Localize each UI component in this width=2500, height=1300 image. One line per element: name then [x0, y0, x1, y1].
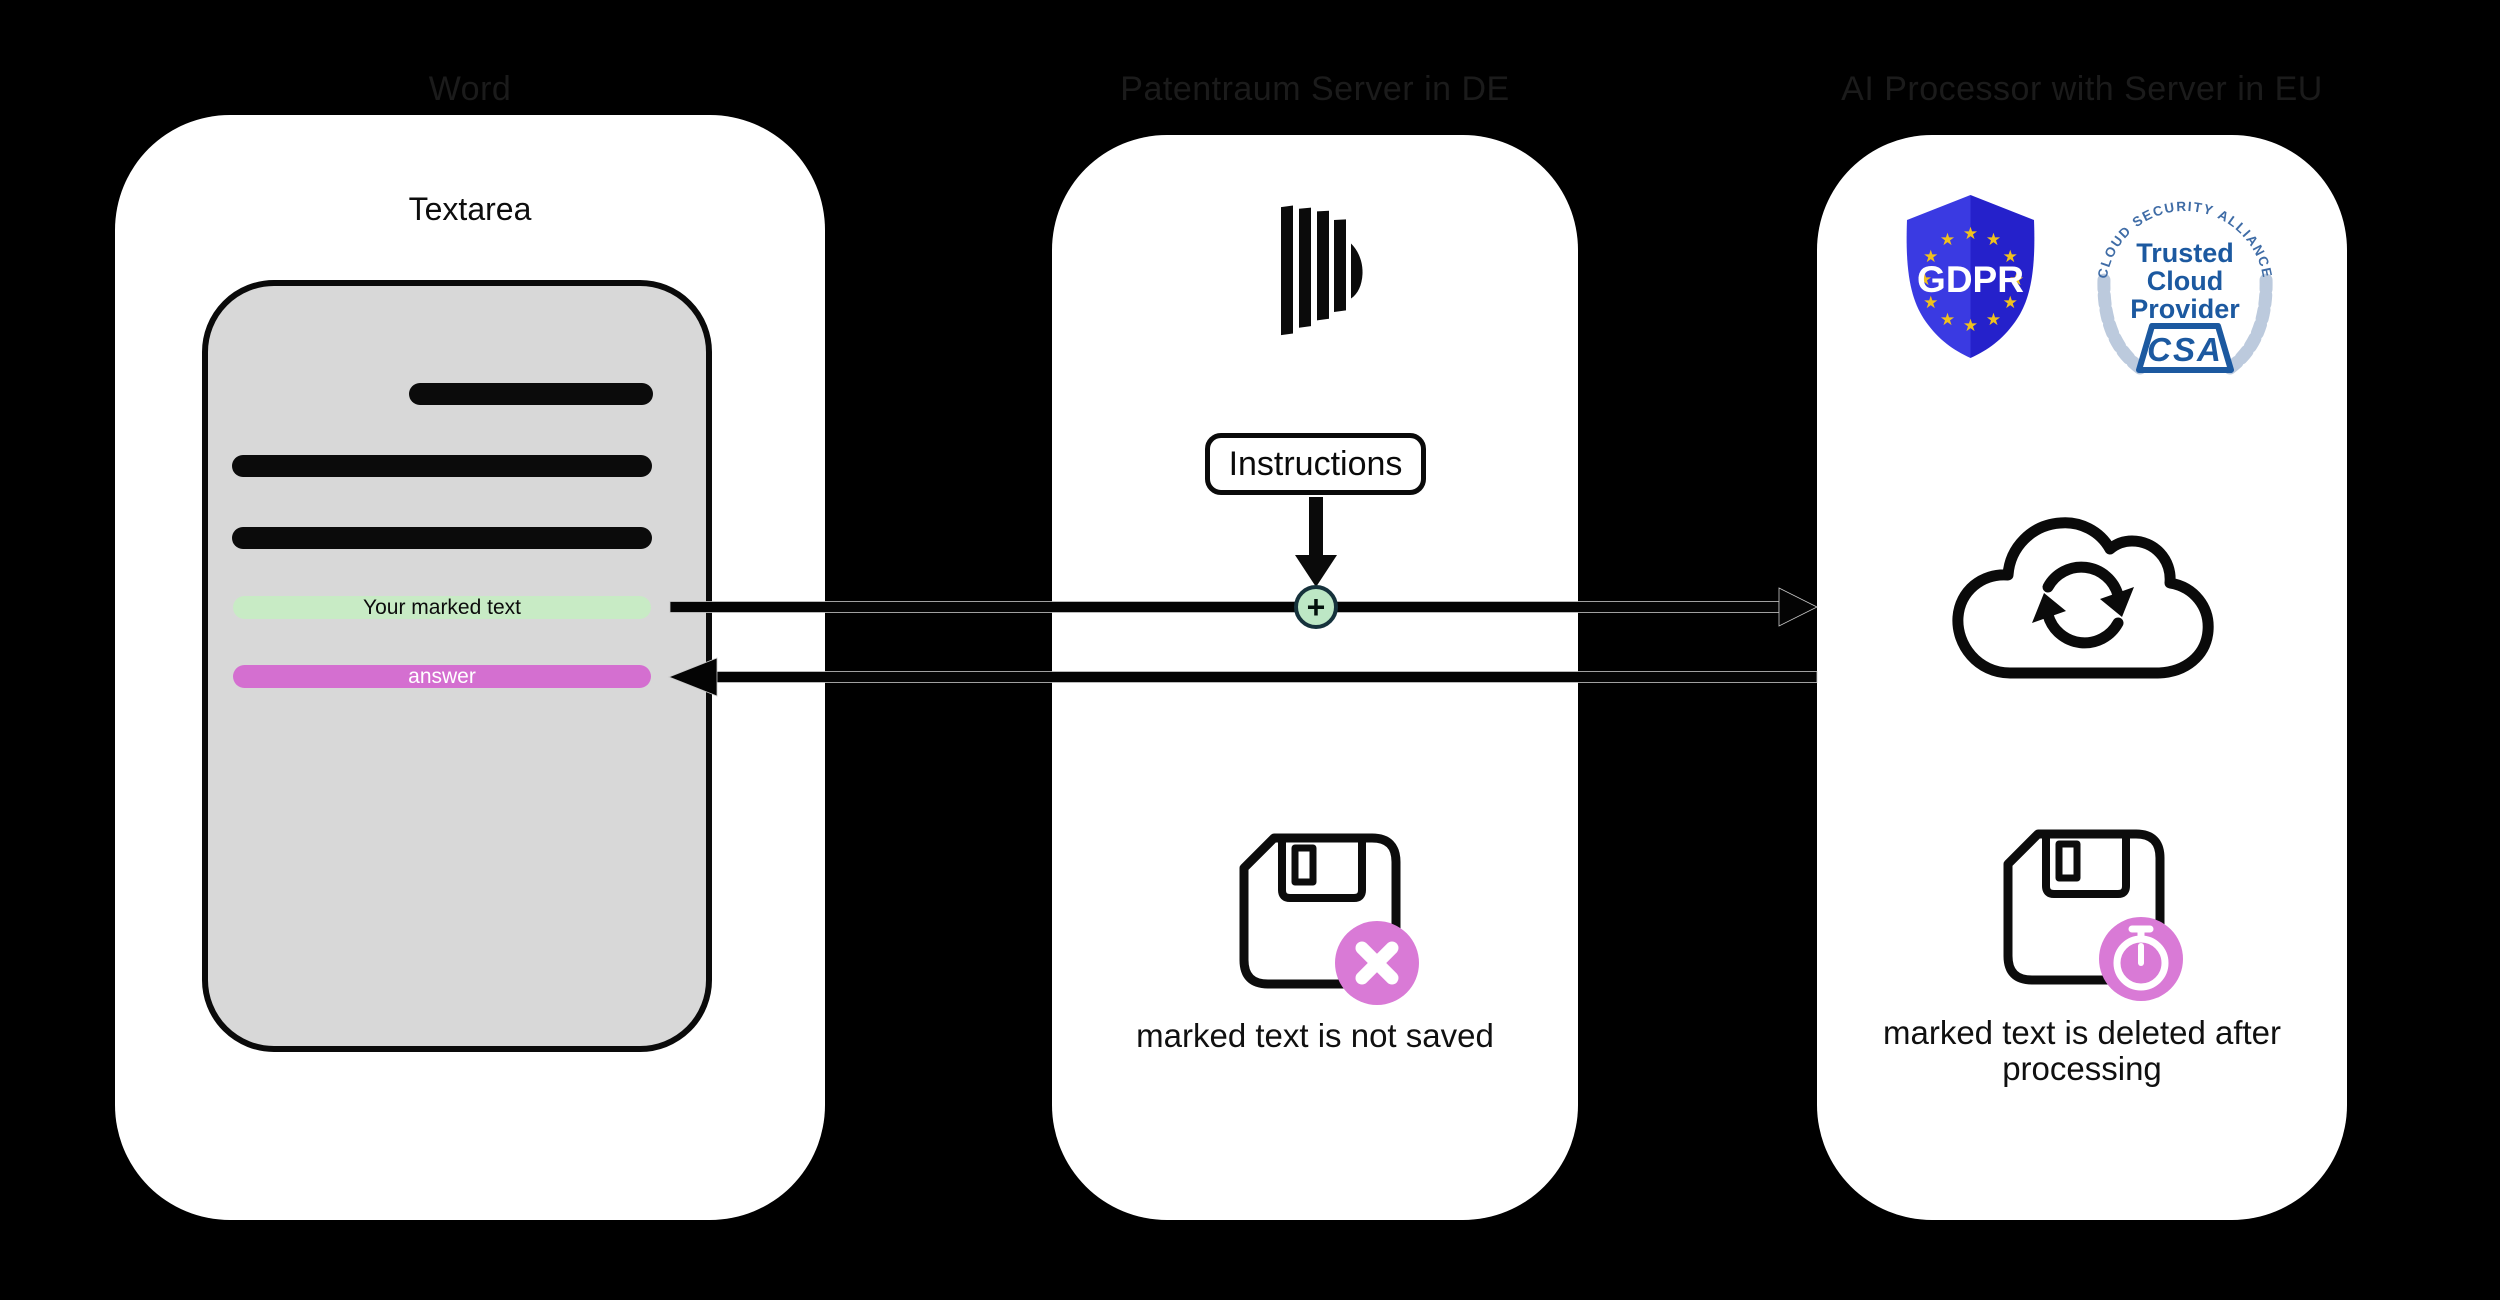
instructions-arrow-head [1295, 555, 1337, 587]
not-saved-caption: marked text is not saved [1136, 1017, 1494, 1054]
deleted-caption-line2: processing [2002, 1050, 2162, 1087]
csa-trapezoid [2136, 323, 2234, 373]
deleted-caption-line1: marked text is deleted after [1882, 1014, 2282, 1051]
laurel-wreath [2097, 271, 2273, 375]
csa-trusted-cloud-badge: CLOUD SECURITY ALLIANCE Trusted Cloud Pr… [2095, 199, 2274, 375]
floppy-not-saved-icon [1239, 833, 1419, 1005]
instructions-box: Instructions [1205, 433, 1426, 495]
deleted-caption: marked text is deleted after processing [1817, 1015, 2347, 1087]
svg-text:★: ★ [1917, 270, 1932, 289]
svg-text:★: ★ [2003, 293, 2018, 312]
word-card: Textarea Your marked text answer [115, 115, 825, 1220]
x-icon [1355, 941, 1399, 985]
text-line-bar [409, 383, 653, 405]
svg-text:★: ★ [2009, 270, 2024, 289]
svg-text:★: ★ [1963, 316, 1978, 335]
merge-plus-node: + [1294, 585, 1338, 629]
svg-text:★: ★ [1986, 230, 2001, 249]
column-title-word: Word [428, 70, 512, 108]
svg-text:★: ★ [1986, 310, 2001, 329]
sync-arrows-icon [2042, 561, 2124, 649]
column-title-patentraum-server: Patentraum Server in DE [1120, 70, 1510, 108]
csa-line2: Cloud [2147, 266, 2223, 296]
gdpr-label: GDPR [1917, 259, 2024, 300]
patentraum-server-card: Instructions + marked text is not saved [1052, 135, 1578, 1220]
svg-text:★: ★ [1940, 310, 1955, 329]
plus-icon: + [1306, 589, 1326, 625]
gdpr-shield-icon: ★ ★ ★ ★ ★ ★ ★ ★ ★ ★ ★ ★ GDPR [1906, 195, 2035, 358]
text-line-bar [232, 455, 652, 477]
svg-text:★: ★ [2003, 247, 2018, 266]
patentraum-logo-icon [1281, 205, 1363, 336]
eu-stars: ★ ★ ★ ★ ★ ★ ★ ★ ★ ★ ★ ★ [1917, 224, 2024, 335]
csa-line3: Provider [2130, 294, 2240, 324]
instructions-arrow-shaft [1309, 497, 1323, 557]
svg-text:★: ★ [1923, 247, 1938, 266]
column-title-ai-processor: AI Processor with Server in EU [1841, 70, 2323, 108]
csa-line1: Trusted [2136, 238, 2234, 268]
ai-processor-card: ★ ★ ★ ★ ★ ★ ★ ★ ★ ★ ★ ★ GDPR [1817, 135, 2347, 1220]
floppy-deleted-icon [2003, 829, 2183, 1001]
stopwatch-icon [2113, 925, 2169, 991]
svg-text:★: ★ [1923, 293, 1938, 312]
svg-text:★: ★ [1940, 230, 1955, 249]
csa-mark: CSA [2147, 331, 2223, 368]
answer-pill: answer [233, 665, 651, 688]
cloud-sync-icon [1952, 517, 2214, 679]
instructions-label: Instructions [1228, 444, 1403, 483]
text-line-bar [232, 527, 652, 549]
svg-text:★: ★ [1963, 224, 1978, 243]
marked-text-pill[interactable]: Your marked text [233, 596, 651, 619]
textarea-label: Textarea [408, 191, 532, 227]
